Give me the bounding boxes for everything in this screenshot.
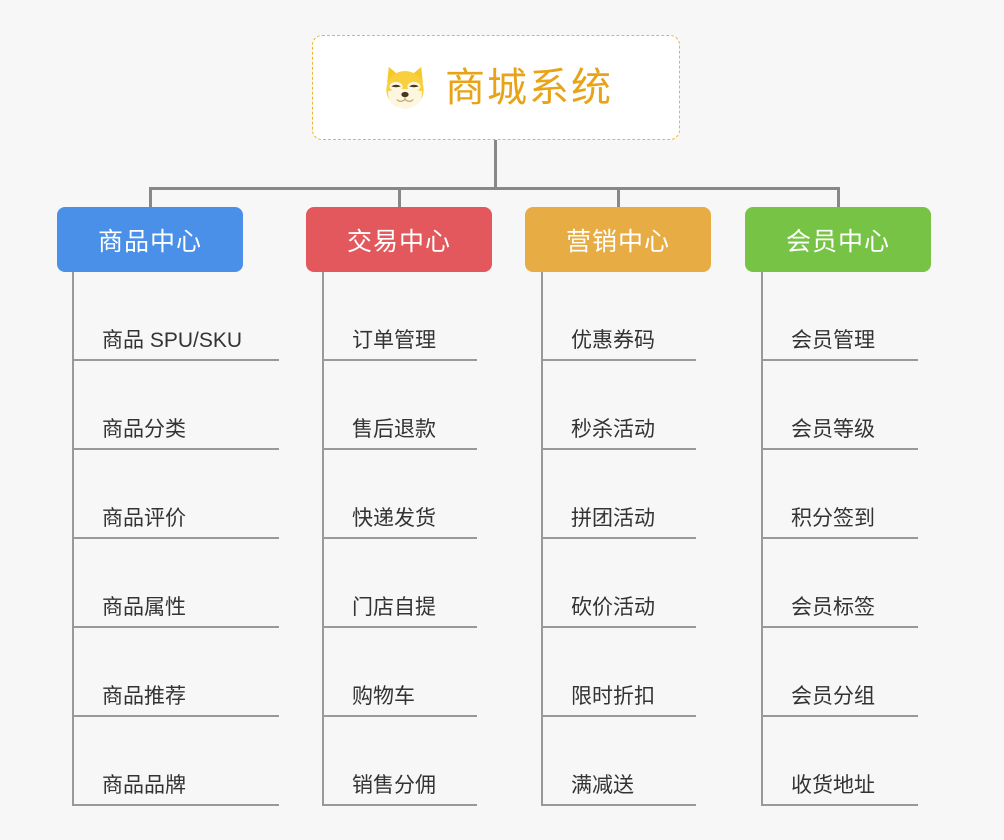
leaf-item-label: 会员等级 [791, 418, 875, 441]
category-box-2[interactable]: 交易中心 [306, 207, 492, 272]
leaf-stem [322, 272, 324, 806]
leaf-item[interactable]: 会员标签 [761, 539, 918, 628]
leaf-item[interactable]: 优惠券码 [541, 272, 696, 361]
leaf-item-label: 砍价活动 [571, 596, 655, 619]
leaf-item[interactable]: 砍价活动 [541, 539, 696, 628]
leaf-column-2: 订单管理售后退款快递发货门店自提购物车销售分佣 [322, 272, 497, 806]
leaf-item-label: 商品 SPU/SKU [102, 329, 243, 352]
leaf-column-4: 会员管理会员等级积分签到会员标签会员分组收货地址 [761, 272, 938, 806]
leaf-item[interactable]: 拼团活动 [541, 450, 696, 539]
leaf-item[interactable]: 快递发货 [322, 450, 477, 539]
leaf-item-label: 订单管理 [352, 329, 436, 352]
leaf-column-3: 优惠券码秒杀活动拼团活动砍价活动限时折扣满减送 [541, 272, 716, 806]
leaf-item[interactable]: 限时折扣 [541, 628, 696, 717]
leaf-item-label: 会员管理 [791, 329, 875, 352]
leaf-stem [761, 272, 763, 806]
leaf-item-label: 商品推荐 [102, 685, 186, 708]
leaf-item[interactable]: 售后退款 [322, 361, 477, 450]
connector-drop-2 [398, 187, 401, 209]
connector-horizontal-bus [150, 187, 837, 190]
category-label: 营销中心 [565, 227, 670, 256]
leaf-item[interactable]: 商品品牌 [72, 717, 279, 806]
leaf-stem [541, 272, 543, 806]
leaf-item-label: 限时折扣 [571, 685, 655, 708]
connector-drop-1 [149, 187, 152, 209]
leaf-item-label: 满减送 [571, 774, 634, 797]
leaf-item-label: 积分签到 [791, 507, 875, 530]
leaf-item-label: 商品评价 [102, 507, 186, 530]
leaf-item[interactable]: 会员等级 [761, 361, 918, 450]
leaf-item-label: 商品分类 [102, 418, 186, 441]
leaf-item-label: 秒杀活动 [571, 418, 655, 441]
connector-drop-3 [617, 187, 620, 209]
leaf-item[interactable]: 商品 SPU/SKU [72, 272, 279, 361]
leaf-item[interactable]: 会员分组 [761, 628, 918, 717]
leaf-item[interactable]: 满减送 [541, 717, 696, 806]
shiba-dog-face-icon [386, 66, 424, 108]
category-box-3[interactable]: 营销中心 [525, 207, 711, 272]
leaf-item[interactable]: 商品分类 [72, 361, 279, 450]
leaf-stem [72, 272, 74, 806]
category-label: 会员中心 [785, 227, 890, 256]
connector-root-vertical [494, 140, 497, 189]
category-label: 商品中心 [97, 227, 202, 256]
leaf-item[interactable]: 商品属性 [72, 539, 279, 628]
leaf-item[interactable]: 积分签到 [761, 450, 918, 539]
leaf-item-label: 商品品牌 [102, 774, 186, 797]
connector-drop-4 [837, 187, 840, 209]
root-title: 商城系统 [445, 65, 613, 110]
root-node-mall-system[interactable]: 商城系统 [312, 35, 680, 140]
leaf-item-label: 收货地址 [791, 774, 875, 797]
leaf-item-label: 会员标签 [791, 596, 875, 619]
category-box-1[interactable]: 商品中心 [57, 207, 243, 272]
leaf-item-label: 售后退款 [352, 418, 436, 441]
leaf-item[interactable]: 收货地址 [761, 717, 918, 806]
leaf-item-label: 优惠券码 [571, 329, 655, 352]
leaf-item[interactable]: 订单管理 [322, 272, 477, 361]
leaf-item-label: 快递发货 [352, 507, 436, 530]
leaf-item-label: 销售分佣 [352, 774, 436, 797]
leaf-item-label: 购物车 [352, 685, 415, 708]
leaf-item[interactable]: 秒杀活动 [541, 361, 696, 450]
leaf-column-1: 商品 SPU/SKU 商品分类商品评价商品属性商品推荐商品品牌 [72, 272, 299, 806]
category-box-4[interactable]: 会员中心 [745, 207, 931, 272]
leaf-item-label: 会员分组 [791, 685, 875, 708]
leaf-item[interactable]: 购物车 [322, 628, 477, 717]
leaf-item-label: 门店自提 [352, 596, 436, 619]
leaf-item-label: 拼团活动 [571, 507, 655, 530]
leaf-item[interactable]: 销售分佣 [322, 717, 477, 806]
leaf-item[interactable]: 会员管理 [761, 272, 918, 361]
leaf-item-label: 商品属性 [102, 596, 186, 619]
leaf-item[interactable]: 商品推荐 [72, 628, 279, 717]
leaf-item[interactable]: 门店自提 [322, 539, 477, 628]
leaf-item[interactable]: 商品评价 [72, 450, 279, 539]
category-label: 交易中心 [346, 227, 451, 256]
